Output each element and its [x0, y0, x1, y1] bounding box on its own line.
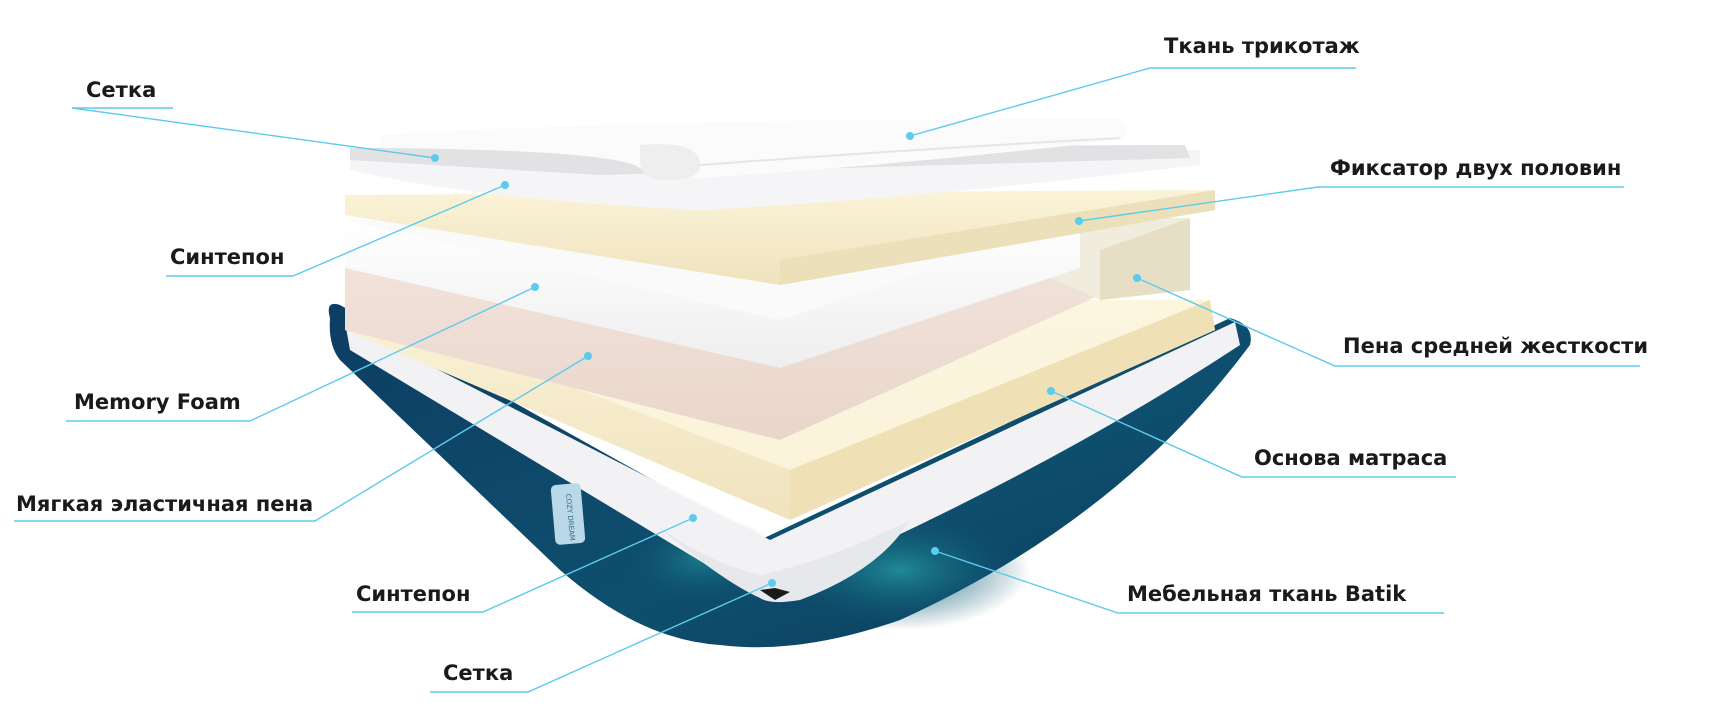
- leader-fixator-dot: [1075, 217, 1083, 225]
- leader-setka-bottom-dot: [768, 579, 776, 587]
- leader-memory-foam: [66, 286, 536, 422]
- leader-setka-bottom: [430, 582, 773, 693]
- leader-base-dot: [1047, 387, 1055, 395]
- leader-medium-foam: [1136, 277, 1640, 367]
- label-setka-top: Сетка: [86, 78, 157, 102]
- leader-memory-foam-dot: [531, 283, 539, 291]
- bottom-sintepon-layer: [345, 322, 1240, 603]
- leader-sintepon-top-dot: [501, 181, 509, 189]
- label-sintepon-bottom: Синтепон: [356, 582, 471, 606]
- leader-batik-dot: [931, 547, 939, 555]
- leader-soft-foam-dot: [584, 352, 592, 360]
- leader-sintepon-top: [166, 184, 506, 277]
- leader-fixator: [1078, 186, 1624, 222]
- leader-knit-fabric: [909, 67, 1356, 137]
- label-knit-fabric: Ткань трикотаж: [1164, 34, 1360, 58]
- label-fixator: Фиксатор двух половин: [1330, 156, 1622, 180]
- label-soft-foam: Мягкая эластичная пена: [16, 492, 314, 516]
- brand-tag: COZY DREAM: [550, 483, 586, 545]
- leader-soft-foam: [14, 355, 589, 522]
- leader-batik: [934, 550, 1444, 614]
- knit-fabric-layer: [380, 118, 1128, 181]
- leader-sintepon-bottom: [352, 517, 694, 613]
- fixator-layer: [345, 190, 1215, 285]
- leader-setka-top: [71, 107, 436, 159]
- leader-sintepon-bottom-dot: [689, 514, 697, 522]
- leader-setka-top-dot: [431, 154, 439, 162]
- label-sintepon-top: Синтепон: [170, 245, 285, 269]
- label-batik: Мебельная ткань Batik: [1127, 582, 1407, 606]
- label-base: Основа матраса: [1254, 446, 1448, 470]
- label-medium-foam: Пена средней жесткости: [1343, 334, 1649, 358]
- leader-lines: [14, 67, 1640, 693]
- label-memory-foam: Memory Foam: [74, 390, 241, 414]
- bottom-mesh-layer: [760, 588, 790, 600]
- leader-base: [1050, 390, 1456, 478]
- label-setka-bottom: Сетка: [443, 661, 514, 685]
- leader-knit-fabric-dot: [906, 132, 914, 140]
- leader-medium-foam-dot: [1133, 274, 1141, 282]
